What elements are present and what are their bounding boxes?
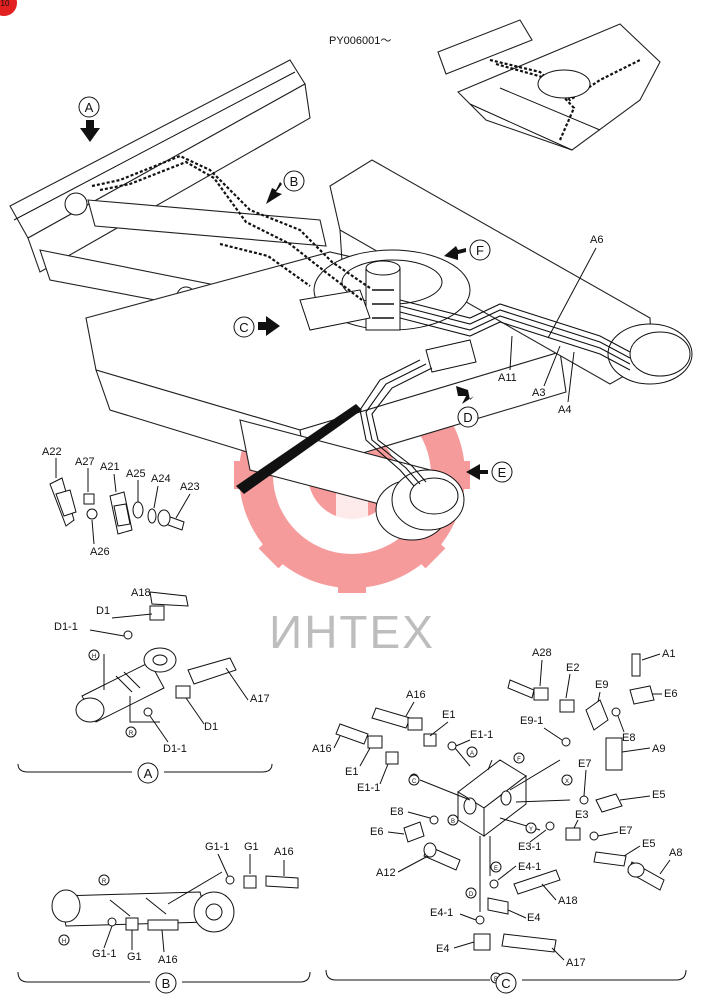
arrow-f-callout: F <box>444 239 491 261</box>
label-g1-1-bot: G1-1 <box>92 948 116 960</box>
label-a4: A4 <box>558 404 571 416</box>
label-e5-top: E5 <box>652 789 665 801</box>
label-e8-top: E8 <box>622 732 635 744</box>
arrow-a-callout: A <box>78 96 100 142</box>
detail-a-bracket <box>17 763 273 773</box>
label-g1-1-top: G1-1 <box>205 841 229 853</box>
svg-text:A: A <box>85 100 94 115</box>
arrow-c-callout: C <box>233 316 280 338</box>
label-e6-top: E6 <box>664 688 677 700</box>
label-e5-bot: E5 <box>642 838 655 850</box>
port-c-c: C <box>412 779 417 785</box>
port-f-c: F <box>517 757 521 763</box>
arrow-e-callout: E <box>466 461 513 483</box>
label-e8-mid: E8 <box>390 806 403 818</box>
detail-c-block <box>335 653 665 984</box>
detail-b-title: B <box>162 976 171 991</box>
label-a24: A24 <box>151 473 171 485</box>
arrow-b-callout: B <box>266 170 305 204</box>
label-e4-b: E4 <box>436 943 449 955</box>
port-e-c: E <box>494 866 498 872</box>
label-a11: A11 <box>498 372 517 384</box>
label-e9: E9 <box>595 679 608 691</box>
port-h-b: H <box>62 939 66 945</box>
label-a17: A17 <box>250 693 270 705</box>
label-a25: A25 <box>126 468 146 480</box>
label-a17-c: A17 <box>566 957 586 969</box>
detail-c-title-circle <box>495 972 517 994</box>
label-a16-c-b: A16 <box>312 743 332 755</box>
label-a26: A26 <box>90 546 110 558</box>
svg-text:F: F <box>476 243 484 258</box>
label-a8: A8 <box>669 847 682 859</box>
label-a18-c: A18 <box>558 895 578 907</box>
label-a12: A12 <box>376 867 396 879</box>
label-g1-bot: G1 <box>127 951 142 963</box>
label-d1-top: D1 <box>96 605 110 617</box>
label-a16-b-bot: A16 <box>158 954 178 966</box>
label-e3-1: E3-1 <box>518 841 541 853</box>
label-e1-1-b: E1-1 <box>357 782 380 794</box>
watermark-text: ИНТЕХ <box>269 606 435 658</box>
label-g1-top: G1 <box>244 841 259 853</box>
svg-text:D: D <box>463 410 472 425</box>
serial-range: PY006001～ <box>329 35 391 47</box>
label-a21: A21 <box>100 461 120 473</box>
label-e4-a: E4 <box>527 912 540 924</box>
label-a23: A23 <box>180 481 200 493</box>
label-d1-1-bot: D1-1 <box>163 743 187 755</box>
label-e2: E2 <box>566 662 579 674</box>
detail-b-cylinder <box>51 871 299 946</box>
chassis-illustration <box>9 59 693 541</box>
label-a28: A28 <box>532 647 552 659</box>
svg-text:B: B <box>290 174 299 189</box>
clamp-assembly <box>49 477 185 535</box>
detail-b-bracket <box>17 971 311 983</box>
detail-a-cylinder <box>75 591 237 738</box>
label-a16-b-top: A16 <box>274 846 294 858</box>
svg-text:E: E <box>498 465 507 480</box>
detail-a-title: A <box>144 766 153 781</box>
label-d1-bot: D1 <box>204 721 218 733</box>
port-b-c: B <box>451 819 455 825</box>
svg-text:C: C <box>239 320 248 335</box>
label-a18: A18 <box>131 587 151 599</box>
detail-b-title-circle <box>155 972 177 994</box>
port-h-a: H <box>92 654 96 660</box>
label-e4-1-a: E4-1 <box>518 861 541 873</box>
port-x-c: X <box>565 779 569 785</box>
label-e1-a: E1 <box>442 709 455 721</box>
label-a22: A22 <box>42 446 62 458</box>
port-a-c: A <box>470 751 474 757</box>
detail-a-title-circle <box>137 762 159 784</box>
detail-c-bracket <box>325 969 687 981</box>
page-number-badge: 10 <box>0 0 17 16</box>
port-y-c: Y <box>529 827 533 833</box>
label-e6-mid: E6 <box>370 826 383 838</box>
label-d1-1-top: D1-1 <box>54 621 78 633</box>
page-number-text: 10 <box>1 0 10 8</box>
label-a3: A3 <box>532 387 545 399</box>
label-e7-top: E7 <box>578 758 591 770</box>
label-a1: A1 <box>662 648 675 660</box>
label-a9: A9 <box>652 743 665 755</box>
inset-machine-illustration <box>437 19 661 151</box>
label-a27: A27 <box>75 456 95 468</box>
port-r-b: R <box>102 879 107 885</box>
label-e9-1: E9-1 <box>520 715 543 727</box>
label-e1-1-a: E1-1 <box>470 729 493 741</box>
port-d-c: D <box>469 892 474 898</box>
arrow-d-callout: D <box>456 386 479 428</box>
label-e1-b: E1 <box>345 766 358 778</box>
label-e3: E3 <box>575 809 588 821</box>
label-e7-mid: E7 <box>619 825 632 837</box>
label-a16-c-a: A16 <box>406 689 426 701</box>
label-a6: A6 <box>590 234 603 246</box>
port-r-a: R <box>129 731 134 737</box>
detail-c-title: C <box>501 976 510 991</box>
label-e4-1-b: E4-1 <box>430 907 453 919</box>
